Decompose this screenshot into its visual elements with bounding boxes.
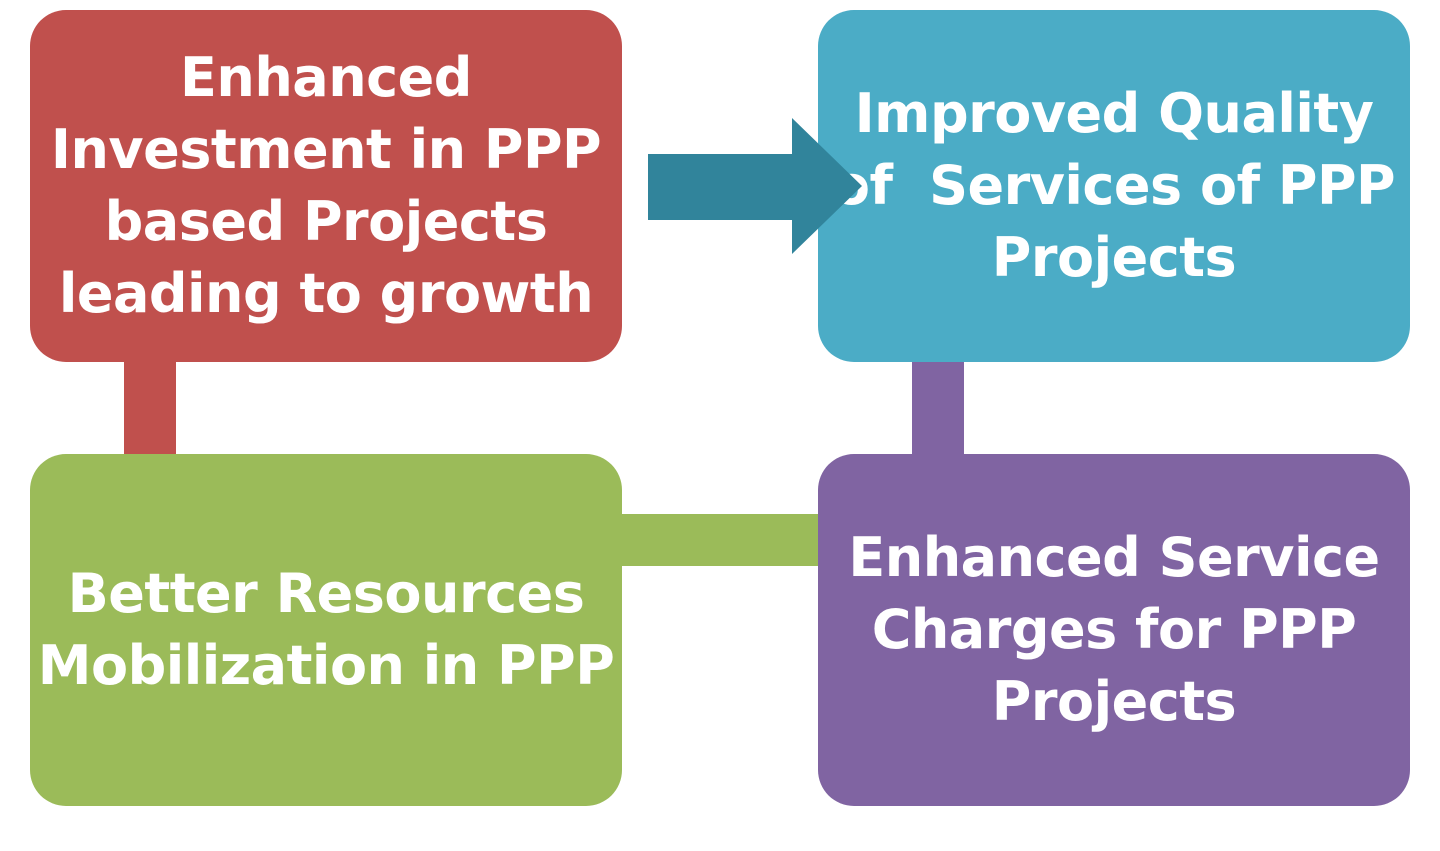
box-enhanced-service-charges-text: Enhanced Service Charges for PPP Project… xyxy=(848,522,1380,738)
box-line: Projects xyxy=(991,670,1237,733)
box-line: Projects xyxy=(991,226,1237,289)
box-line: Investment in PPP xyxy=(50,118,602,181)
box-line: Charges for PPP xyxy=(871,598,1357,661)
box-line: Enhanced Service xyxy=(848,526,1380,589)
box-line: based Projects xyxy=(104,190,548,253)
right-arrow-icon xyxy=(648,118,862,254)
box-improved-quality-text: Improved Quality of Services of PPP Proj… xyxy=(832,78,1396,294)
box-line: leading to growth xyxy=(58,262,594,325)
connector-bottom-left-to-bottom-right xyxy=(600,514,840,566)
box-enhanced-service-charges: Enhanced Service Charges for PPP Project… xyxy=(818,454,1410,806)
box-better-resources-text: Better Resources Mobilization in PPP xyxy=(38,558,615,702)
arrow-shape xyxy=(648,118,862,254)
box-enhanced-investment-text: Enhanced Investment in PPP based Project… xyxy=(50,42,602,330)
box-line: Improved Quality xyxy=(854,82,1374,145)
box-line: Better Resources xyxy=(67,562,585,625)
box-better-resources: Better Resources Mobilization in PPP xyxy=(30,454,622,806)
box-line: Mobilization in PPP xyxy=(37,634,615,697)
box-line: Enhanced xyxy=(180,46,472,109)
box-enhanced-investment: Enhanced Investment in PPP based Project… xyxy=(30,10,622,362)
box-line: of Services of PPP xyxy=(832,154,1396,217)
box-improved-quality: Improved Quality of Services of PPP Proj… xyxy=(818,10,1410,362)
